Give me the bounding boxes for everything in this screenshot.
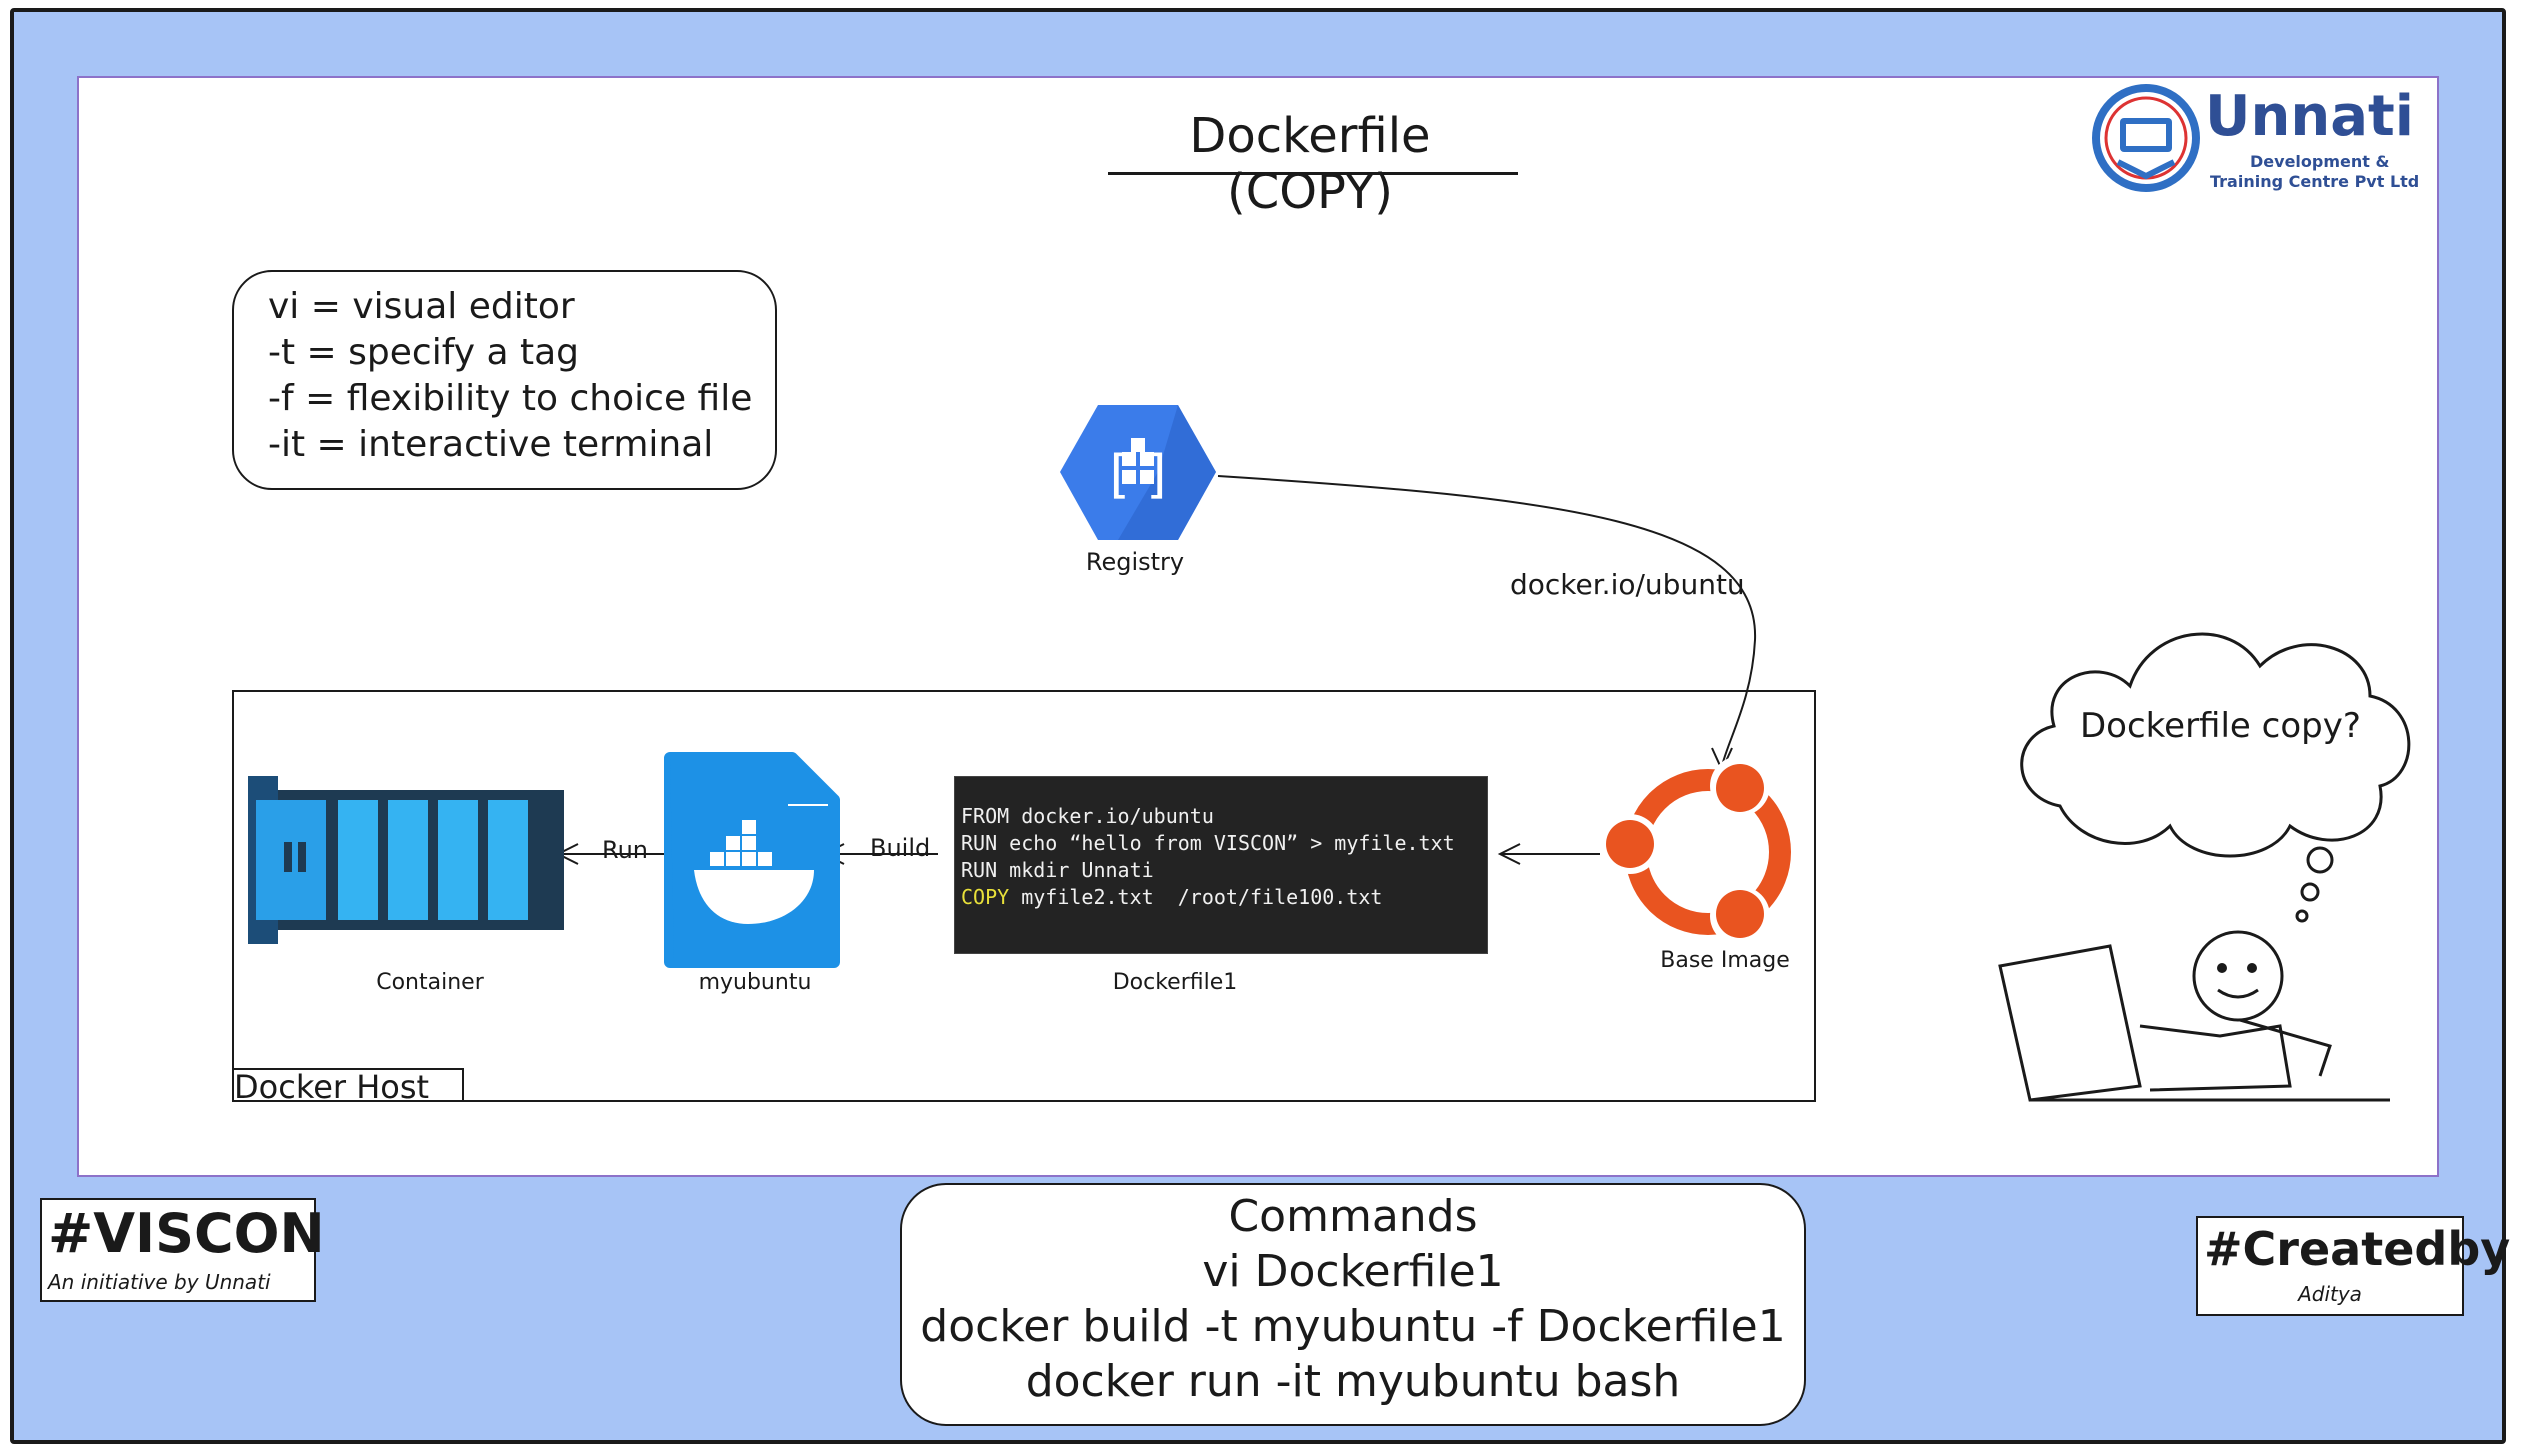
build-label: Build: [870, 834, 931, 862]
viscon-title: #VISCON: [48, 1202, 325, 1265]
code-line-2: RUN echo “hello from VISCON” > myfile.tx…: [961, 831, 1455, 855]
code-copy-keyword: COPY: [961, 885, 1010, 909]
legend-line: -t = specify a tag: [268, 332, 580, 373]
viscon-subtitle: An initiative by Unnati: [48, 1270, 271, 1294]
registry-label: Registry: [1085, 548, 1185, 576]
thought-bubble-text: Dockerfile copy?: [2080, 706, 2361, 746]
command-line: docker build -t myubuntu -f Dockerfile1: [920, 1301, 1786, 1352]
createdby-badge: #Createdby Aditya: [2196, 1216, 2510, 1316]
docker-host-label: Docker Host: [232, 1068, 464, 1104]
code-line-1: FROM docker.io/ubuntu: [961, 804, 1214, 828]
base-image-label: Base Image: [1660, 948, 1790, 973]
docker-host-box: [232, 690, 1816, 1102]
unnati-logo-icon: [2092, 84, 2200, 192]
thinking-person-illustration: [1998, 632, 2411, 1102]
legend-line: vi = visual editor: [268, 286, 575, 327]
code-line-3: RUN mkdir Unnati: [961, 858, 1154, 882]
createdby-author: Aditya: [2298, 1282, 2362, 1306]
image-label: myubuntu: [698, 970, 812, 995]
commands-box: Commands vi Dockerfile1 docker build -t …: [900, 1183, 1806, 1426]
registry-edge-label: docker.io/ubuntu: [1510, 568, 1745, 601]
container-icon: [248, 776, 564, 944]
viscon-badge: #VISCON An initiative by Unnati: [40, 1198, 325, 1302]
logo-line2: Training Centre Pvt Ltd: [2210, 172, 2420, 191]
command-line: vi Dockerfile1: [1202, 1246, 1504, 1297]
createdby-title: #Createdby: [2204, 1222, 2511, 1276]
legend-box: vi = visual editor -t = specify a tag -f…: [232, 270, 777, 490]
command-line: docker run -it myubuntu bash: [1025, 1356, 1681, 1407]
unnati-logo: Unnati Development & Training Centre Pvt…: [2090, 80, 2430, 200]
dockerfile-label: Dockerfile1: [1112, 970, 1238, 995]
svg-text:[ ]: [ ]: [1109, 445, 1166, 505]
logo-line1: Development &: [2250, 152, 2390, 171]
container-label: Container: [376, 970, 484, 995]
code-line-4: myfile2.txt /root/file100.txt: [1009, 885, 1383, 909]
dockerfile-code: FROM docker.io/ubuntu RUN echo “hello fr…: [954, 776, 1488, 954]
page-title: Dockerfile (COPY): [1189, 108, 1431, 220]
commands-heading: Commands: [1228, 1191, 1478, 1242]
registry-icon: [ ]: [1060, 405, 1216, 540]
ubuntu-icon: [1600, 756, 1791, 946]
legend-line: -it = interactive terminal: [268, 424, 714, 465]
logo-name: Unnati: [2205, 84, 2414, 149]
docker-image-icon: [664, 752, 840, 968]
run-label: Run: [602, 836, 649, 864]
legend-line: -f = flexibility to choice file: [268, 378, 753, 419]
title-underline: [1108, 172, 1518, 175]
